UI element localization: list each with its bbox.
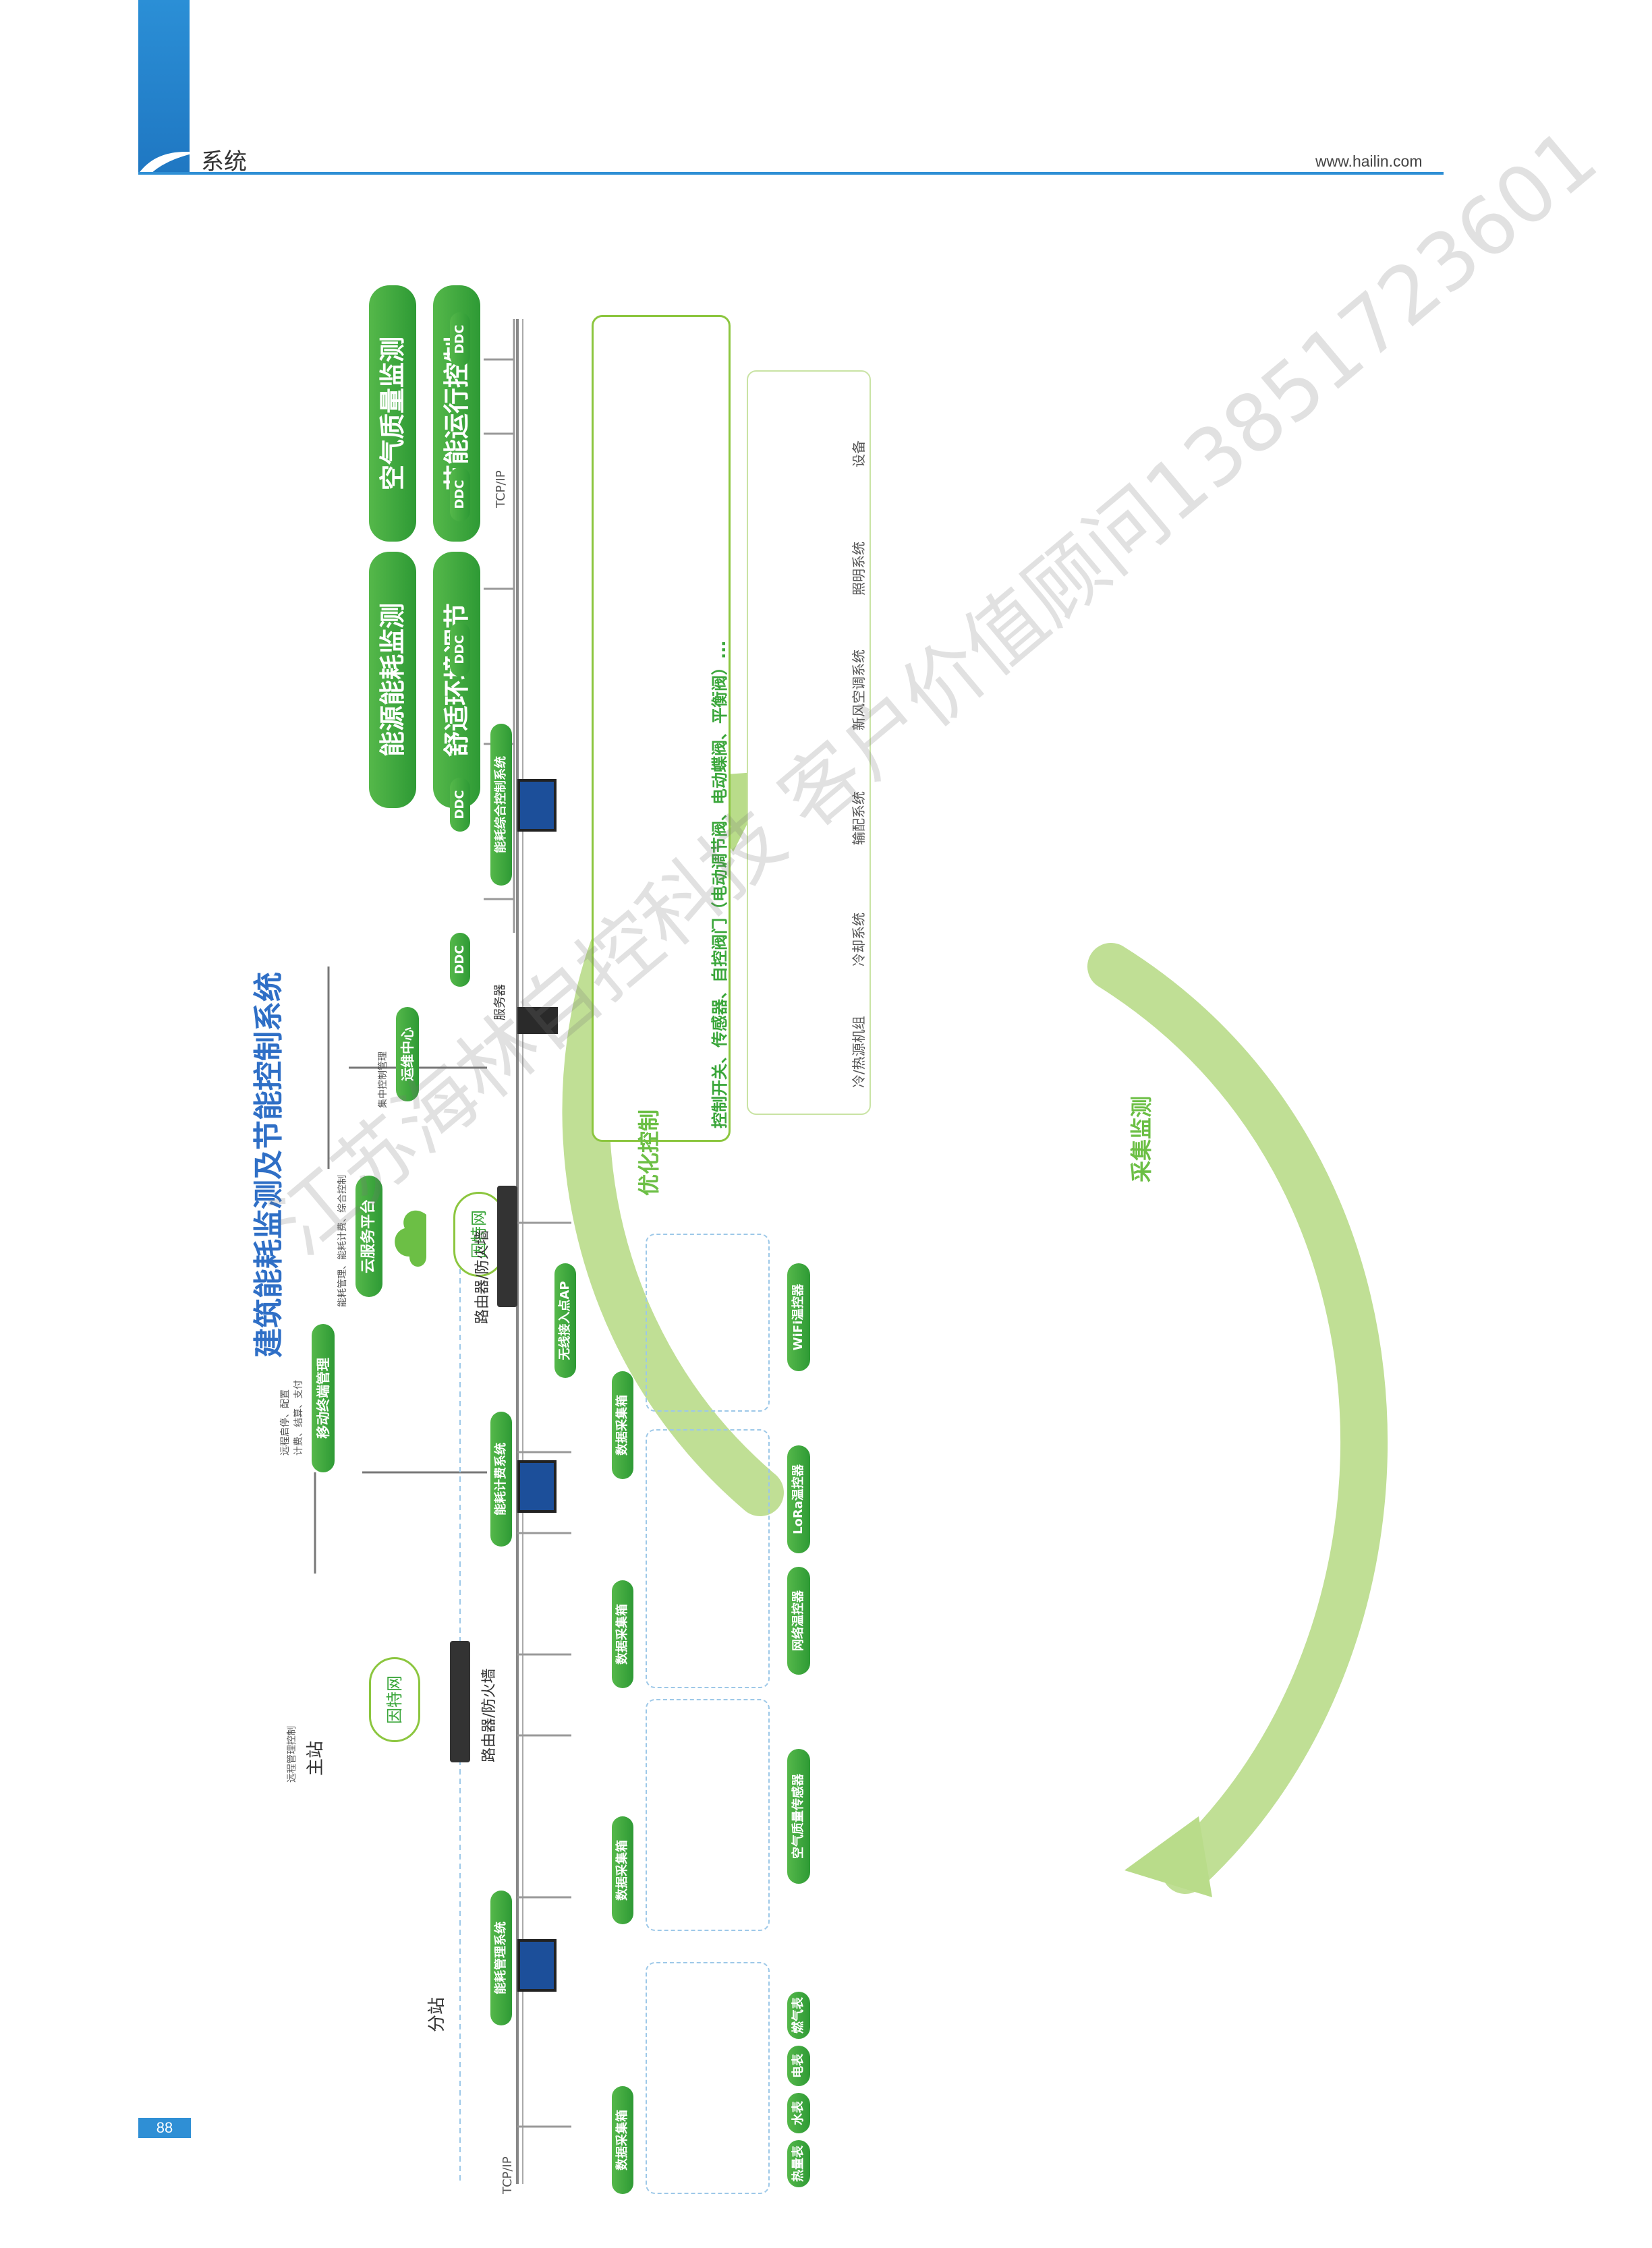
air-sensor-label: 空气质量传感器 [787,1749,810,1884]
router-label-1: 路由器/防火墙 [481,1668,498,1762]
ddc-1: DDC [450,933,470,987]
ddc-2: DDC [450,778,470,832]
energy-control-system: 能耗综合控制系统 [490,724,512,886]
monitor-icon-2 [517,1460,557,1513]
ddc-5: DDC [450,312,470,366]
feature-comfort: 舒适环境调节 [433,552,480,808]
meter-heat: 热量表 [787,2140,810,2187]
tcpip-label-left: TCP/IP [501,2156,515,2194]
collector-2: 数据采集箱 [612,1816,633,1924]
main-station-desc: 远程管理控制 [287,1726,297,1783]
meter-electric: 电表 [787,2046,810,2086]
equip-device: 设备 [851,440,867,467]
collector-1: 数据采集箱 [612,2086,633,2194]
energy-billing-system: 能耗计费系统 [490,1412,512,1547]
collect-monitor-label: 采集监测 [1129,1095,1154,1182]
equip-cooling: 冷却系统 [851,913,867,967]
mobile-terminal: 移动终端管理 [312,1324,335,1472]
header-divider [138,172,1444,175]
router-icon-2 [497,1186,517,1307]
cloud-icon [395,1210,426,1267]
thermostat-box [646,1429,770,1688]
mobile-desc-2: 远程启停、配置 [280,1389,291,1456]
page-number: 88 [138,2118,191,2138]
header-url[interactable]: www.hailin.com [1315,152,1423,170]
main-station-label: 主站 [306,1740,326,1776]
feature-energy-monitor: 能源能耗监测 [369,552,416,808]
system-diagram: 建筑能耗监测及节能控制系统 能源能耗监测 空气质量监测 舒适环境调节 节能运行控… [248,262,1452,2248]
meter-water: 水表 [787,2093,810,2133]
equip-chiller: 冷/热源机组 [851,1016,867,1088]
net-thermostat-label: 网络温控器 [787,1567,810,1675]
air-sensor-box [646,1699,770,1931]
logo-wave-icon [138,152,198,174]
monitor-icon-3 [517,779,557,832]
mobile-desc-1: 计费、结算、支付 [293,1380,304,1456]
optimize-control-label: 优化控制 [636,1109,662,1196]
meter-gas: 燃气表 [787,1992,810,2039]
equip-lighting: 照明系统 [851,542,867,596]
router-label-2: 路由器/防火墙 [474,1230,491,1324]
router-icon-1 [450,1641,470,1762]
wireless-ap: 无线接入点AP [554,1263,576,1378]
collector-3: 数据采集箱 [612,1580,633,1688]
sub-station-label: 分站 [427,1996,447,2032]
wifi-box [646,1234,770,1412]
internet-cloud-main: 因特网 [369,1657,420,1742]
header-blue-bar [138,0,190,174]
lora-thermostat-label: LoRa温控器 [787,1445,810,1553]
ddc-3: DDC [450,623,470,676]
monitor-icon-1 [517,1939,557,1992]
tcpip-label-top: TCP/IP [494,470,508,508]
energy-mgmt-system: 能耗管理系统 [490,1891,512,2025]
meters-box [646,1962,770,2194]
collector-4: 数据采集箱 [612,1371,633,1479]
header-section-title: 系统 [201,148,247,175]
wifi-thermostat-label: WiFi温控器 [787,1263,810,1371]
ddc-4: DDC [450,467,470,521]
feature-air-quality: 空气质量监测 [369,285,416,542]
